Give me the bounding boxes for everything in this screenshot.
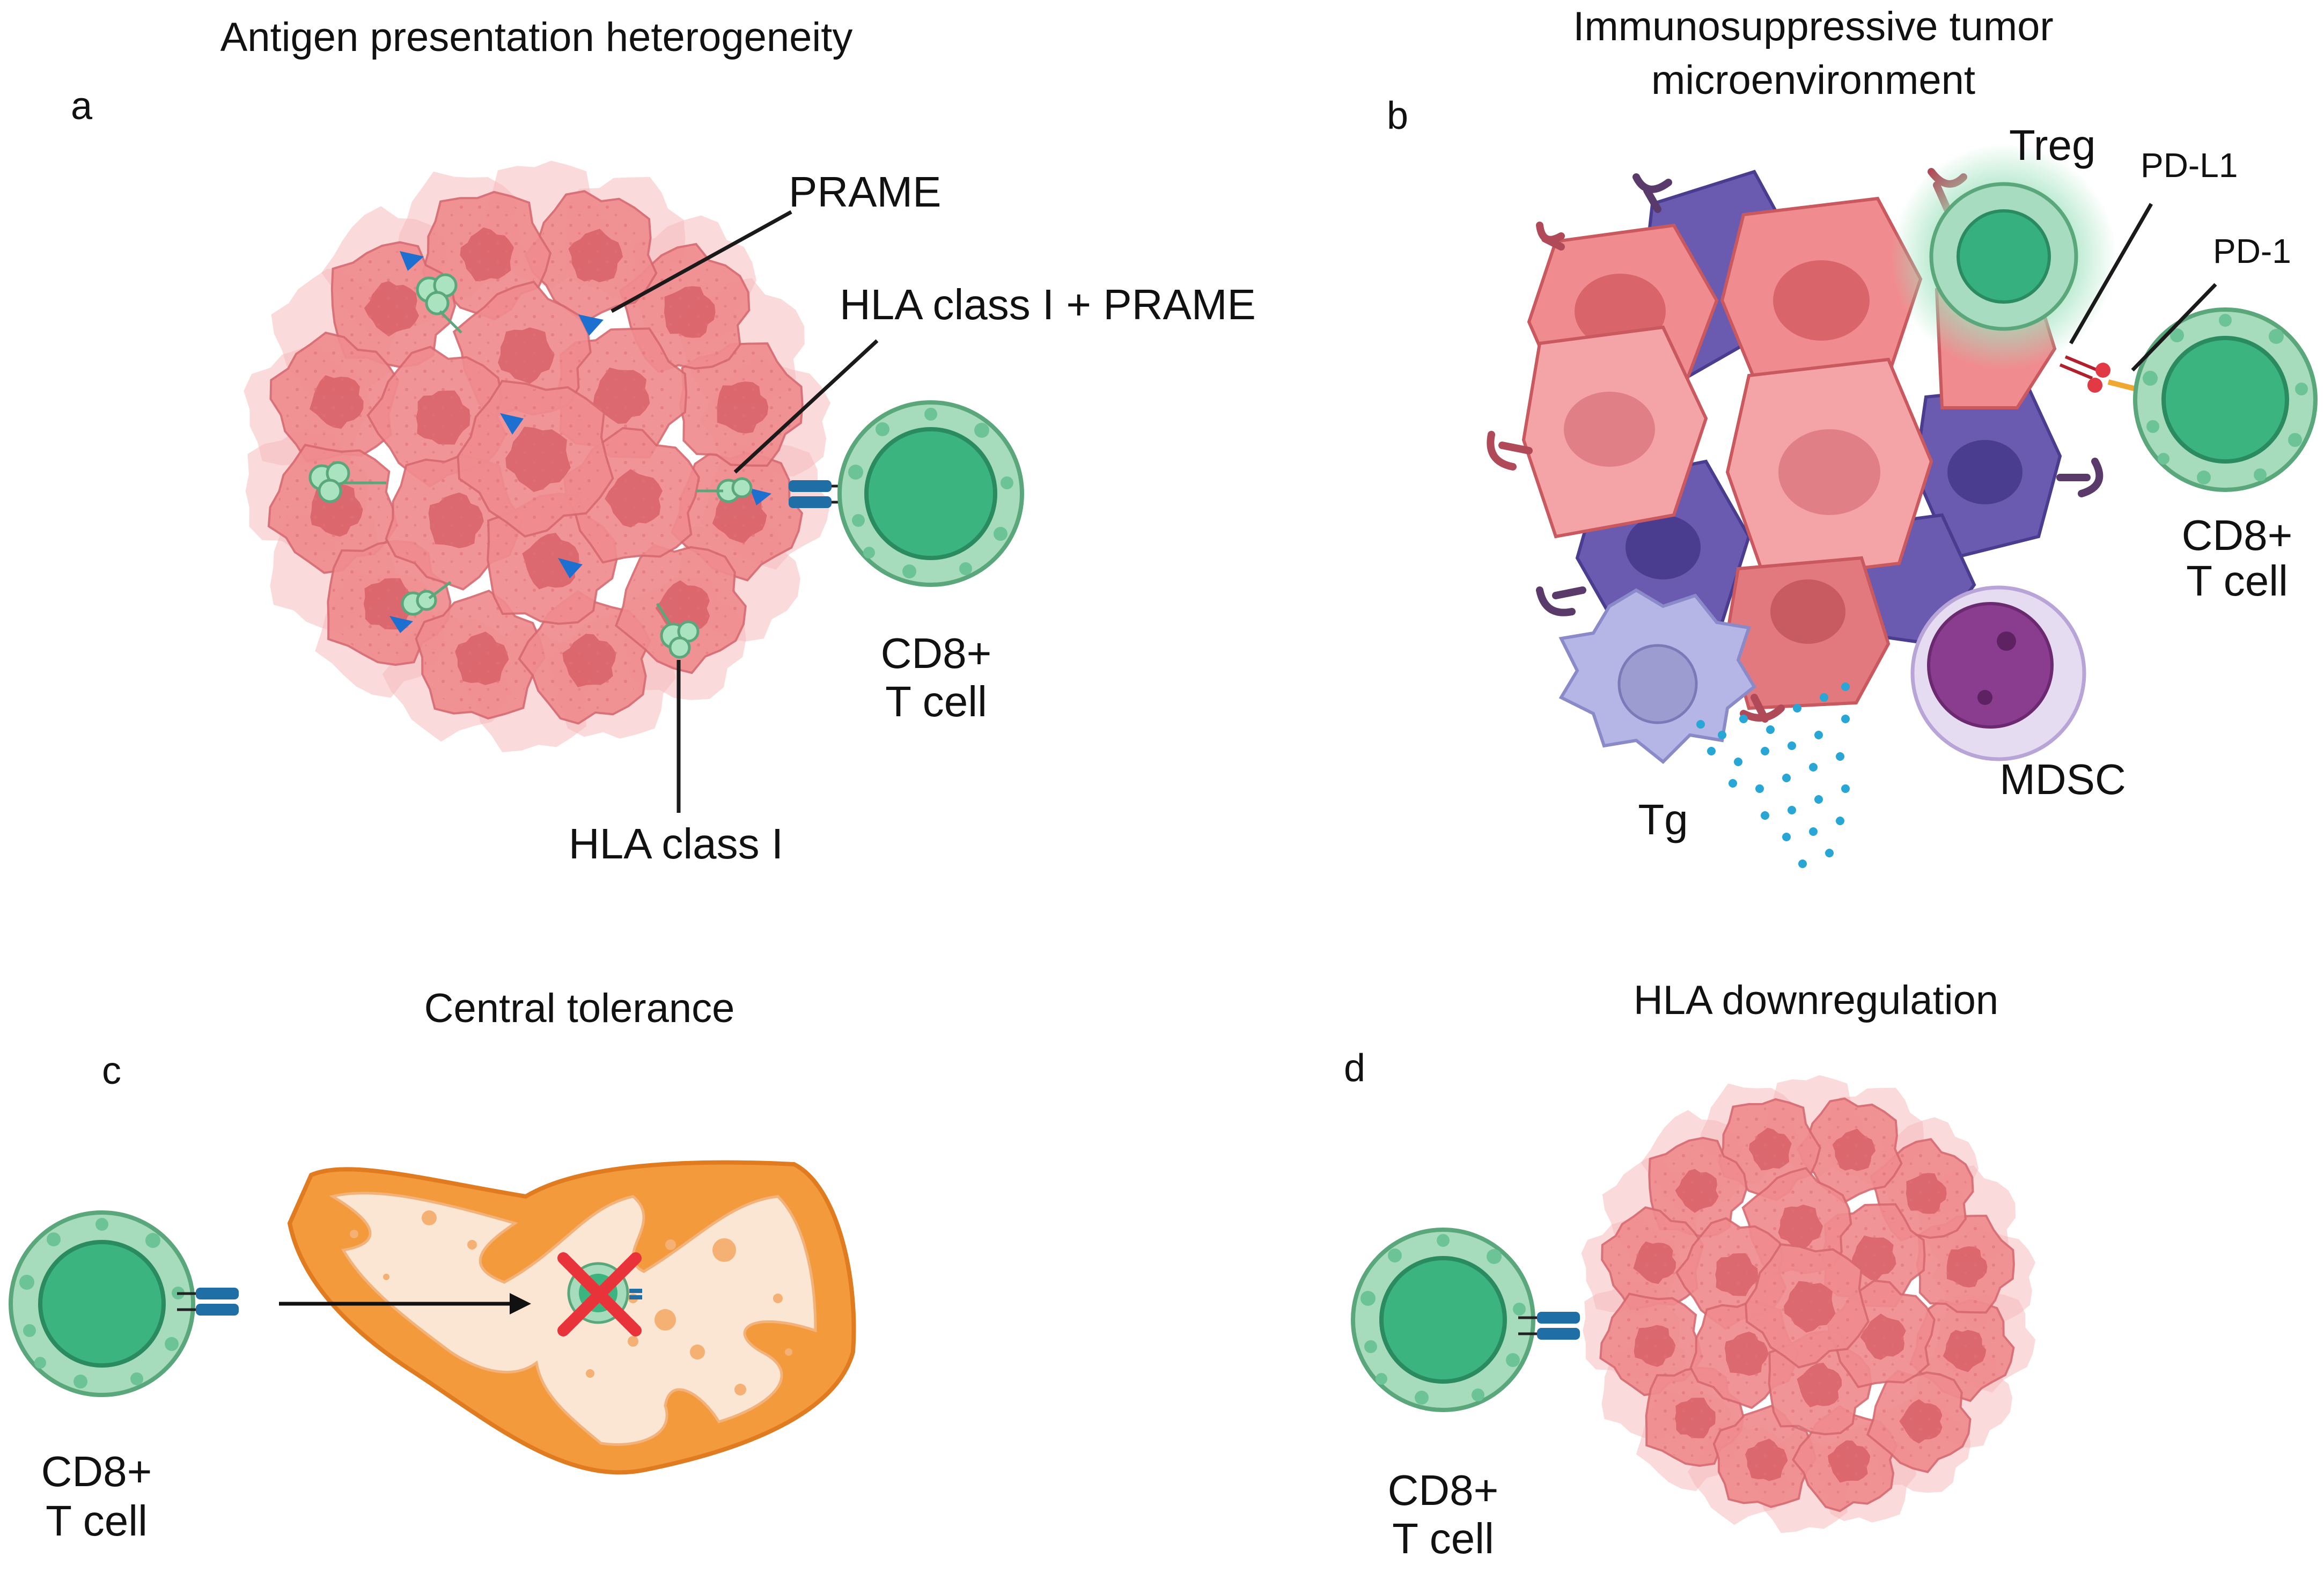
prame-antigens	[389, 251, 771, 633]
panel-d-title: HLA downregulation	[1634, 978, 1998, 1023]
prame-leader	[611, 210, 792, 313]
pd1-leader	[2131, 283, 2217, 372]
tumor-mass-a	[244, 160, 830, 752]
pdl1-leader	[2069, 203, 2153, 344]
tumor-cytoplasm-texture	[1720, 1415, 1808, 1502]
cd8-label-d-2: T cell	[1392, 1515, 1494, 1562]
cd8-label-d-1: CD8+	[1388, 1466, 1499, 1514]
panel-b-letter: b	[1387, 94, 1408, 137]
pdl1-label: PD-L1	[2141, 146, 2238, 185]
panel-b-title-2: microenvironment	[1651, 57, 1975, 103]
tumor-cytoplasm-texture	[682, 458, 793, 569]
hla-molecules	[308, 273, 753, 659]
tumor-cytoplasm-texture	[278, 452, 389, 563]
t-cell-icon	[9, 1210, 195, 1397]
tumor-cytoplasm-texture	[1919, 1304, 2006, 1392]
hla-prame-leader	[733, 339, 879, 474]
microenvironment-cells	[1487, 144, 2318, 868]
tumor-cytoplasm-texture	[538, 200, 649, 310]
cd8-label-a-1: CD8+	[881, 629, 992, 677]
tumor-cytoplasm-texture	[1649, 1372, 1737, 1460]
cd8-label-a-2: T cell	[885, 678, 987, 725]
treg-cell	[1891, 144, 2116, 369]
tumor-cytoplasm-texture	[280, 343, 391, 454]
tumor-cytoplasm-texture	[532, 604, 643, 714]
tumor-cytoplasm-texture	[335, 251, 446, 361]
receptor-icon	[1518, 1312, 1580, 1340]
tumor-cytoplasm-texture	[1609, 1216, 1697, 1304]
t-cell-icon	[837, 400, 1024, 587]
t-cell-icon	[2133, 307, 2318, 492]
tumor-cytoplasm-texture	[627, 551, 738, 662]
tumor-cytoplasm-texture	[331, 547, 442, 657]
panel-c-letter: c	[102, 1049, 121, 1092]
panel-c: Central tolerance c	[9, 986, 856, 1545]
tumor-cytoplasm-texture	[430, 198, 541, 308]
cd8-label-b-1: CD8+	[2182, 511, 2293, 559]
pd1-label: PD-1	[2213, 232, 2291, 270]
cytokines	[1696, 682, 1850, 868]
mdsc-cell	[1910, 585, 2086, 761]
tumor-cytoplasm-texture	[1808, 1105, 1896, 1193]
hla-prame-label: HLA class I + PRAME	[840, 281, 1256, 328]
tumor-cytoplasm-texture	[684, 349, 795, 460]
tumor-cytoplasm-texture	[1608, 1299, 1696, 1387]
tumor-cytoplasm-texture	[469, 389, 604, 523]
pd-interaction	[2059, 355, 2152, 395]
tg-cell	[1558, 588, 1756, 765]
tumor-cytoplasm-texture	[1804, 1416, 1891, 1504]
cd8-label-c-2: T cell	[46, 1497, 148, 1545]
tumor-cytoplasm-texture	[1876, 1375, 1964, 1463]
treg-label: Treg	[2009, 121, 2096, 169]
panel-b-title-1: Immunosuppressive tumor	[1573, 4, 2053, 49]
panel-a-title: Antigen presentation heterogeneity	[220, 14, 853, 60]
tumor-cytoplasm-texture	[1725, 1104, 1812, 1192]
cd8-label-c-1: CD8+	[41, 1448, 152, 1495]
hla-label: HLA class I	[569, 820, 783, 868]
panel-c-title: Central tolerance	[424, 986, 735, 1031]
cancer-cell-icon	[244, 160, 830, 752]
cancer-cell-icon	[1581, 1075, 2036, 1533]
mdsc-label: MDSC	[1999, 755, 2126, 803]
tumor-cytoplasm-texture	[1920, 1221, 2008, 1308]
panel-a-letter: a	[71, 85, 93, 128]
tumor-cytoplasm-texture	[1755, 1251, 1861, 1357]
panel-d: HLA downregulation d CD8+ T cell	[1344, 978, 2036, 1562]
receptor-icon	[177, 1288, 239, 1316]
cross-icon	[557, 1252, 642, 1336]
panel-a: Antigen presentation heterogeneity a	[71, 14, 1256, 868]
panel-d-letter: d	[1344, 1047, 1365, 1090]
tumor-mass-d	[1581, 1075, 2036, 1533]
t-cell-icon	[1351, 1228, 1535, 1412]
arrow-icon	[279, 1293, 531, 1314]
cd8-label-b-2: T cell	[2186, 557, 2288, 605]
tumor-cytoplasm-texture	[1652, 1144, 1740, 1232]
tumor-cytoplasm-texture	[424, 602, 535, 712]
tg-label: Tg	[1638, 796, 1688, 843]
tumor-cytoplasm-texture	[631, 255, 742, 365]
prame-label: PRAME	[789, 168, 942, 216]
panel-b: Immunosuppressive tumor microenvironment…	[1387, 4, 2318, 868]
receptor-icon	[789, 480, 850, 508]
